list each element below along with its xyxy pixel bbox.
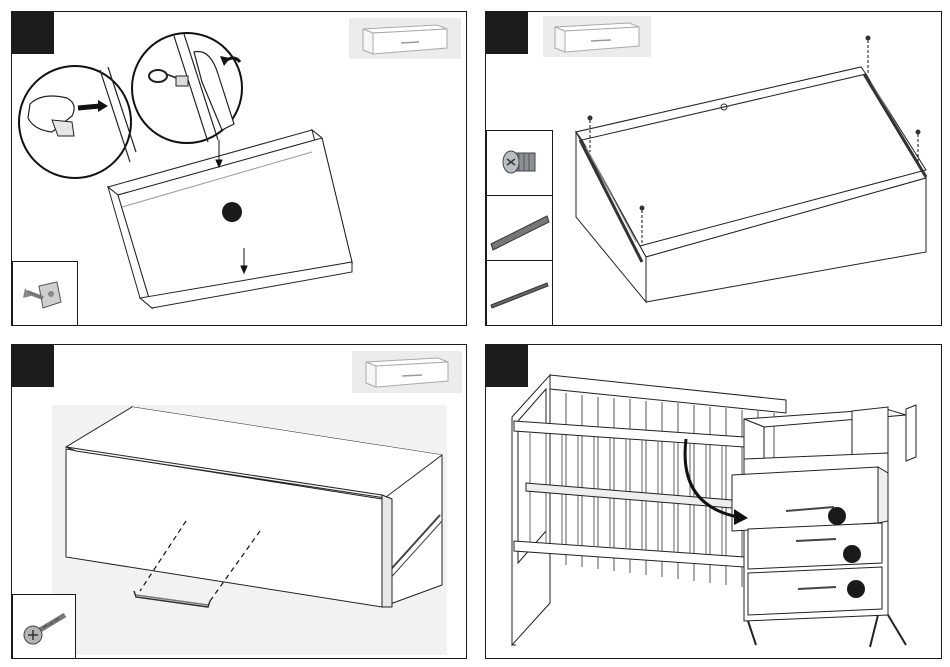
cot-bed-with-dresser: [512, 375, 916, 647]
parts-box-short-rod: [486, 260, 553, 326]
parts-box-wall-plug: [12, 261, 78, 326]
cam-bolt-icon: [487, 131, 552, 195]
magnifier-lever-detail: [132, 33, 242, 143]
runner-icon: [487, 196, 552, 260]
parts-box-cam-bolt: [486, 130, 553, 196]
step-panel-4: [485, 344, 942, 659]
marker-dot: [222, 202, 242, 222]
rod-icon: [487, 261, 552, 325]
step-panel-1: [11, 11, 467, 326]
step-2-illustration: [486, 12, 941, 325]
step-panel-2: [485, 11, 942, 326]
step-3-illustration: [12, 345, 466, 658]
step-4-illustration: [486, 345, 941, 658]
handle: [134, 591, 210, 607]
drawer-box-with-runners: [576, 67, 926, 302]
parts-box-screw: [12, 594, 76, 659]
screw-icon: [13, 595, 75, 659]
step-1-illustration: [12, 12, 466, 325]
parts-box-long-runner: [486, 195, 553, 261]
wall-plug-icon: [13, 262, 77, 325]
magnifier-clip-detail: [19, 66, 136, 178]
step-panel-3: [11, 344, 467, 659]
